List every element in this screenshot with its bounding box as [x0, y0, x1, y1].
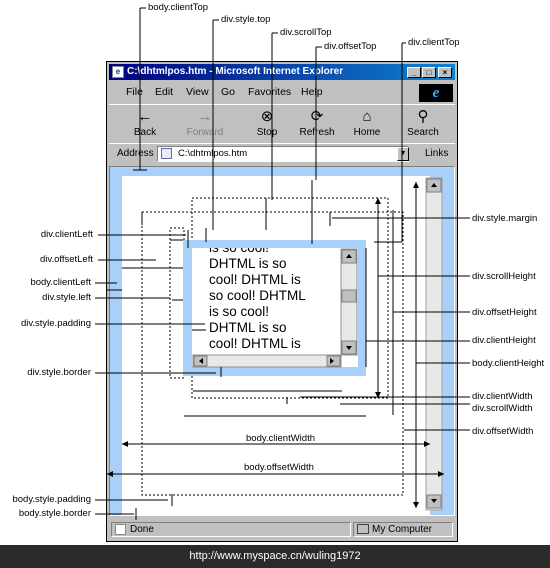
ie-logo-icon: e: [419, 84, 453, 102]
div-text-line: DHTML is so: [209, 320, 287, 335]
label-div-offsetheight: div.offsetHeight: [472, 307, 537, 318]
div-scroll-thumb: [341, 289, 357, 303]
div-text-line: is so cool!: [209, 248, 341, 256]
refresh-button[interactable]: ⟳ Refresh: [297, 107, 337, 141]
status-text: Done: [130, 524, 154, 535]
body-scrollbar: [425, 177, 443, 511]
label-body-clientheight: body.clientHeight: [472, 358, 545, 369]
label-div-scrollheight: div.scrollHeight: [472, 271, 536, 282]
label-div-style-top: div.style.top: [221, 14, 271, 25]
close-button[interactable]: ×: [438, 67, 452, 78]
back-button[interactable]: ← Back: [125, 107, 165, 141]
div-text-line: so cool! DHTML: [209, 288, 306, 303]
footer-url: http://www.myspace.cn/wuling1972: [0, 545, 550, 568]
label-body-style-padding: body.style.padding: [12, 494, 91, 505]
label-body-offsetwidth: body.offsetWidth: [244, 462, 314, 473]
menu-favorites[interactable]: Favorites: [248, 86, 292, 98]
div-text-line: cool! DHTML is: [209, 336, 301, 351]
page-icon: [161, 148, 172, 159]
scrolling-div-text[interactable]: is so cool! DHTML is so cool! DHTML is s…: [209, 248, 341, 352]
search-button[interactable]: ⚲ Search: [403, 107, 443, 141]
search-icon: ⚲: [417, 108, 429, 125]
maximize-button[interactable]: □: [422, 67, 436, 78]
div-text-line: is so cool!: [209, 304, 270, 319]
div-padding-area: [192, 248, 358, 367]
label-div-clientleft: div.clientLeft: [40, 229, 93, 240]
menu-view[interactable]: View: [186, 86, 209, 98]
label-div-scrolltop: div.scrollTop: [280, 27, 332, 38]
back-label: Back: [133, 127, 157, 138]
menu-file[interactable]: File: [126, 86, 143, 98]
forward-button[interactable]: → Forward: [185, 107, 225, 141]
label-div-offsettop: div.offsetTop: [324, 41, 377, 52]
home-label: Home: [353, 127, 381, 138]
div-hscrollbar: [192, 354, 342, 368]
stop-button[interactable]: ⊗ Stop: [247, 107, 287, 141]
links-button[interactable]: Links: [425, 148, 449, 159]
label-div-clientheight: div.clientHeight: [472, 335, 536, 346]
menu-bar: File Edit View Go Favorites Help: [109, 82, 455, 102]
refresh-label: Refresh: [299, 127, 335, 138]
label-div-offsetleft: div.offsetLeft: [40, 254, 93, 265]
status-bar: Done My Computer: [109, 521, 455, 539]
status-done: Done: [111, 522, 351, 537]
diagram-overlay: [95, 7, 470, 520]
address-label: Address: [117, 148, 154, 159]
label-div-style-padding: div.style.padding: [20, 318, 91, 329]
refresh-icon: ⟳: [310, 108, 324, 125]
label-body-clienttop: body.clientTop: [148, 2, 209, 13]
div-text-line: DHTML is so: [209, 256, 287, 271]
label-div-style-border: div.style.border: [27, 367, 91, 378]
arrowheads: [107, 182, 444, 508]
label-div-scrollwidth: div.scrollWidth: [472, 403, 533, 414]
label-div-clientwidth: div.clientWidth: [472, 391, 533, 402]
stop-label: Stop: [256, 127, 278, 138]
minimize-button[interactable]: _: [407, 67, 421, 78]
title-bar[interactable]: e C:\dhtmlpos.htm - Microsoft Internet E…: [109, 64, 455, 80]
label-div-offsetwidth: div.offsetWidth: [472, 426, 534, 437]
done-page-icon: [115, 524, 126, 535]
menu-go[interactable]: Go: [221, 86, 236, 98]
menu-help[interactable]: Help: [301, 86, 323, 98]
computer-icon: [357, 524, 369, 534]
stop-icon: ⊗: [260, 108, 274, 125]
label-div-style-left: div.style.left: [42, 292, 91, 303]
back-arrow-icon: ←: [137, 108, 153, 125]
label-body-style-border: body.style.border: [18, 508, 91, 519]
ie-page-icon: e: [112, 66, 124, 78]
label-div-style-margin: div.style.margin: [472, 213, 538, 224]
label-div-clienttop: div.clientTop: [408, 37, 460, 48]
menu-edit[interactable]: Edit: [155, 86, 174, 98]
label-body-clientwidth: body.clientWidth: [246, 433, 315, 444]
home-icon: ⌂: [362, 108, 372, 125]
address-dropdown-icon[interactable]: ▼: [397, 147, 409, 161]
leader-lines: [95, 7, 470, 520]
forward-label: Forward: [186, 127, 224, 138]
search-label: Search: [407, 127, 439, 138]
home-button[interactable]: ⌂ Home: [347, 107, 387, 141]
forward-arrow-icon: →: [197, 108, 213, 125]
label-body-clientleft: body.clientLeft: [30, 277, 91, 288]
div-text-line: cool! DHTML is: [209, 272, 301, 287]
zone-text: My Computer: [372, 524, 433, 535]
window-title: C:\dhtmlpos.htm - Microsoft Internet Exp…: [127, 66, 344, 77]
status-zone: My Computer: [353, 522, 453, 537]
